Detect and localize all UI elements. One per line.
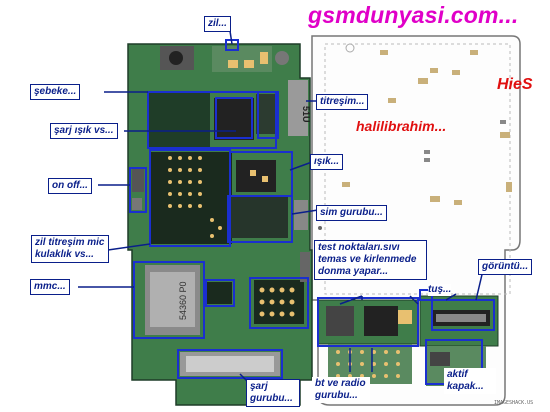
author-name: halilibrahim... xyxy=(356,118,447,134)
bt-radio-module xyxy=(317,299,419,384)
highlight-boxes xyxy=(129,39,495,385)
label-test-noktalari: test noktaları.sıvı temas ve kirlenmede … xyxy=(314,240,427,280)
label-tus: tuş... xyxy=(428,284,452,296)
label-titresim: titreşim... xyxy=(316,94,369,110)
site-title: gsmdunyasi.com... xyxy=(308,2,519,28)
sticker-text: 51U xyxy=(301,106,311,123)
label-sarj-isik: şarj ışık vs... xyxy=(50,123,118,139)
label-on-off: on off... xyxy=(48,178,92,194)
label-sarj-gurubu: şarj gurubu... xyxy=(246,379,300,407)
label-isik: ışık... xyxy=(310,154,344,170)
label-zil-titresim-mic: zil titreşim mic kulaklık vs... xyxy=(31,235,109,263)
main-pcb: 54360 P0 51U xyxy=(127,43,313,406)
label-goruntu: görüntü... xyxy=(478,259,533,275)
author-tag: HieS xyxy=(497,76,533,93)
label-sim-gurubu: sim gurubu... xyxy=(316,205,387,221)
label-aktif-kapak: aktif kapak... xyxy=(444,368,496,394)
label-bt-radio: bt ve radio gurubu... xyxy=(312,377,370,403)
watermark: IMAGESHACK.US xyxy=(494,400,534,406)
label-zil: zil... xyxy=(204,16,231,32)
label-sebeke: şebeke... xyxy=(30,84,81,100)
chip-marking: 54360 P0 xyxy=(178,281,188,320)
label-mmc: mmc... xyxy=(30,279,70,295)
